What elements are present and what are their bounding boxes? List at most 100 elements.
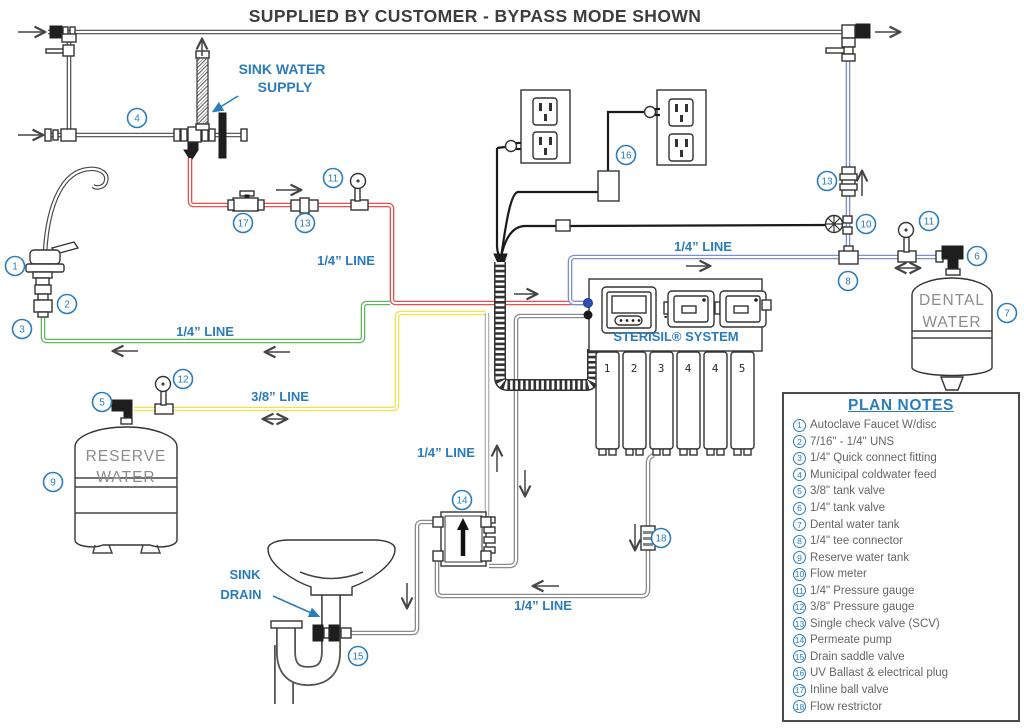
cable-connector: [555, 219, 571, 232]
plan-note-number-badge: 5: [793, 484, 806, 498]
svg-text:8: 8: [845, 277, 851, 288]
plan-note-number-badge: 15: [793, 650, 806, 664]
plan-note-label: 3/8" tank valve: [810, 485, 886, 498]
uv-ballast: [597, 170, 620, 202]
plan-note-row: 5 3/8" tank valve: [784, 483, 1018, 500]
callout-17: 17: [232, 212, 254, 234]
municipal-supply-pipes: [18, 25, 845, 162]
plan-note-row: 16 UV Ballast & electrical plug: [784, 665, 1018, 682]
callout-3: 3: [11, 318, 33, 340]
inlet-port-black: [583, 310, 593, 320]
pressure-gauge-3-8: [154, 375, 174, 415]
callout-12: 12: [172, 368, 194, 390]
plan-note-row: 17 Inline ball valve: [784, 682, 1018, 699]
sink-drain-label: SINK: [229, 567, 261, 582]
display-screen: [611, 295, 647, 314]
cartridge-number: 3: [658, 362, 665, 375]
plan-note-number-badge: 8: [793, 534, 806, 548]
dental-water-tank: DENTAL WATER: [911, 245, 993, 391]
callout-2: 2: [56, 293, 78, 315]
head-right-port: [761, 299, 772, 311]
cartridge-bank: 1 2 3 4 4 5: [595, 345, 755, 456]
callout-10: 10: [855, 213, 877, 235]
top-right-valve-assembly: [825, 23, 871, 62]
plan-note-row: 2 7/16" - 1/4" UNS: [784, 434, 1018, 451]
flow-restrictor: [640, 525, 656, 551]
plan-note-row: 14 Permeate pump: [784, 632, 1018, 649]
svg-text:1: 1: [12, 262, 18, 273]
plan-note-row: 6 1/4" tank valve: [784, 500, 1018, 517]
svg-text:4: 4: [134, 114, 140, 125]
t-handle: [218, 112, 227, 159]
electrical-wiring: [493, 110, 827, 264]
callout-11-left: 11: [322, 167, 344, 189]
electrical-plug-icon: [504, 139, 518, 153]
plan-note-label: Permeate pump: [810, 634, 892, 647]
quick-connect-fitting: [33, 299, 53, 313]
sink-drain-label: DRAIN: [220, 587, 261, 602]
permeate-pump: [432, 511, 496, 567]
sink-water-supply-label: SUPPLY: [258, 79, 313, 95]
uns-fitting: [34, 284, 52, 295]
svg-text:16: 16: [620, 151, 632, 162]
svg-text:6: 6: [974, 252, 980, 263]
plan-note-number-badge: 16: [793, 666, 806, 680]
callout-9: 9: [42, 471, 64, 493]
quarter-line-label: 1/4” LINE: [674, 239, 732, 254]
plan-note-label: Flow meter: [810, 568, 867, 581]
sink-bowl: [267, 539, 396, 596]
plan-note-row: 10 Flow meter: [784, 566, 1018, 583]
cartridge-number: 1: [604, 362, 611, 375]
callout-14: 14: [451, 489, 473, 511]
cartridge-number: 4: [712, 362, 719, 375]
cartridge-number: 4: [685, 362, 692, 375]
svg-text:10: 10: [860, 220, 872, 231]
reserve-tank-label: RESERVE: [86, 448, 167, 465]
plan-note-label: Autoclave Faucet W/disc: [810, 419, 937, 432]
plan-note-number-badge: 2: [793, 435, 806, 449]
plan-note-number-badge: 10: [793, 567, 806, 581]
needle-valve: [183, 149, 199, 162]
dental-tank-label: DENTAL: [919, 292, 985, 309]
svg-text:15: 15: [352, 652, 364, 663]
check-valve-right: [839, 166, 858, 197]
plan-note-number-badge: 18: [793, 700, 806, 714]
plan-note-row: 1 Autoclave Faucet W/disc: [784, 417, 1018, 434]
plan-note-row: 4 Municipal coldwater feed: [784, 467, 1018, 484]
corrugated-conduit: [494, 262, 599, 391]
autoclave-faucet: [25, 166, 109, 318]
svg-text:11: 11: [328, 174, 339, 185]
callout-13-right: 13: [816, 170, 838, 192]
svg-text:7: 7: [1004, 309, 1010, 320]
callout-15: 15: [347, 645, 369, 667]
callout-11-right: 11: [918, 210, 940, 232]
callout-13-left: 13: [294, 212, 316, 234]
plan-note-number-badge: 13: [793, 617, 806, 631]
svg-text:3: 3: [19, 325, 25, 336]
plan-note-number-badge: 12: [793, 600, 806, 614]
plan-note-row: 7 Dental water tank: [784, 516, 1018, 533]
plan-notes-panel: PLAN NOTES 1 Autoclave Faucet W/disc 2 7…: [782, 392, 1020, 722]
trap-flange: [270, 620, 303, 629]
plan-note-number-badge: 11: [793, 584, 806, 598]
plan-note-row: 15 Drain saddle valve: [784, 649, 1018, 666]
callout-4: 4: [126, 107, 148, 129]
pressure-gauge-left: [349, 172, 369, 211]
plan-notes-title: PLAN NOTES: [848, 397, 954, 414]
svg-text:18: 18: [655, 534, 667, 545]
blue-quarter-line: [570, 60, 940, 303]
tee-connector: [838, 245, 859, 265]
wall-outlet-left: [520, 89, 571, 164]
quarter-line-label: 1/4” LINE: [417, 445, 475, 460]
hose-tee-fitting: [187, 126, 202, 143]
drain-saddle-valve: [312, 624, 352, 642]
pressure-gauge-right: [897, 221, 917, 263]
cartridge-number: 2: [631, 362, 638, 375]
plan-note-number-badge: 9: [793, 551, 806, 565]
plan-note-label: Municipal coldwater feed: [810, 468, 937, 481]
sink-water-supply-label: SINK WATER: [239, 61, 326, 77]
plan-note-label: 1/4" tee connector: [810, 535, 903, 548]
svg-text:12: 12: [177, 375, 189, 386]
